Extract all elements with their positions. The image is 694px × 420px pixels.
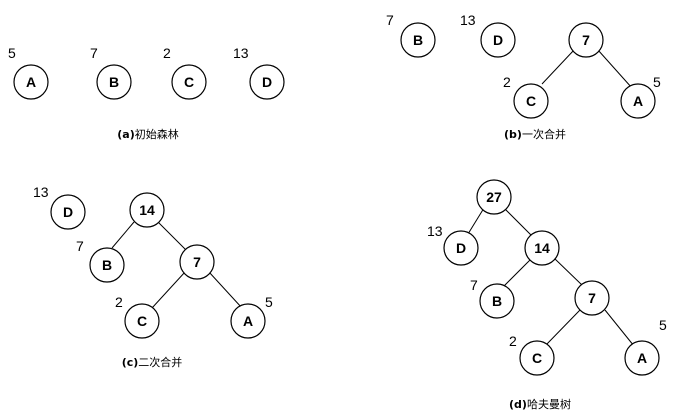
node-label: D	[63, 204, 73, 220]
panel-a: A 5 B 7 C 2 D 13 (a)初始森林	[8, 45, 285, 141]
node-label: A	[243, 313, 253, 329]
tree-edge	[544, 309, 581, 347]
tree-edge	[151, 271, 186, 309]
node-weight: 5	[659, 317, 667, 333]
tree-node: B 7	[470, 277, 515, 319]
tree-node: A 5	[230, 294, 273, 339]
node-label: B	[102, 257, 112, 273]
node-label: B	[413, 32, 423, 48]
tree-edge	[503, 207, 533, 237]
node-weight: 13	[427, 223, 443, 239]
node-label: 14	[534, 240, 550, 256]
tree-node: C 2	[503, 74, 549, 119]
panel-c: D 13 14 B 7 7 C 2 A 5 (c)二次合并	[33, 184, 273, 369]
tree-edge	[604, 309, 635, 347]
node-weight: 7	[76, 238, 84, 254]
tree-edge	[157, 221, 187, 251]
node-weight: 2	[503, 74, 511, 90]
node-label: 27	[486, 189, 502, 205]
node-weight: 7	[386, 12, 394, 28]
panel-caption: (a)初始森林	[117, 127, 178, 141]
tree-edge	[541, 49, 575, 85]
node-label: D	[493, 32, 503, 48]
node-label: D	[262, 74, 272, 90]
node-label: B	[109, 74, 119, 90]
node-weight: 5	[653, 74, 661, 90]
node-label: B	[492, 293, 502, 309]
tree-node: D 13	[33, 184, 86, 230]
tree-edge	[467, 207, 485, 235]
tree-edge	[111, 221, 135, 249]
tree-node: C 2	[115, 294, 160, 339]
tree-node: 27	[476, 179, 512, 215]
tree-edge	[553, 257, 584, 287]
node-label: 7	[582, 32, 590, 48]
tree-node: 7	[568, 22, 604, 58]
tree-edge	[597, 49, 633, 89]
tree-node: D 13	[460, 12, 516, 58]
panel-b: B 7 D 13 7 C 2 A 5 (b)一次合并	[386, 12, 661, 141]
node-weight: 13	[460, 12, 476, 28]
tree-edge	[208, 271, 243, 309]
node-label: C	[532, 350, 542, 366]
node-weight: 5	[8, 45, 16, 61]
node-weight: 2	[115, 294, 123, 310]
node-label: C	[184, 74, 194, 90]
tree-node: 14	[129, 192, 165, 228]
node-label: 14	[139, 202, 155, 218]
node-label: C	[137, 313, 147, 329]
tree-node: D 13	[233, 45, 285, 100]
node-weight: 7	[470, 277, 478, 293]
tree-node: A 5	[620, 74, 661, 119]
node-label: C	[526, 93, 536, 109]
panel-caption: (c)二次合并	[122, 355, 183, 369]
tree-node: B 7	[386, 12, 436, 58]
tree-node: C 2	[163, 45, 207, 100]
node-label: 7	[193, 254, 201, 270]
tree-node: B 7	[76, 238, 125, 283]
tree-node: A 5	[8, 45, 49, 100]
node-weight: 13	[233, 45, 249, 61]
tree-node: 14	[524, 230, 560, 266]
tree-node: 7	[179, 244, 215, 280]
panel-d: 27 D 13 14 B 7 7 C 2 A 5 (d)哈	[427, 179, 667, 411]
node-weight: 7	[90, 45, 98, 61]
tree-node: 7	[574, 280, 610, 316]
tree-edge	[503, 257, 533, 287]
tree-node: D 13	[427, 223, 479, 266]
node-label: A	[637, 350, 647, 366]
node-label: 7	[588, 290, 596, 306]
node-weight: 5	[265, 294, 273, 310]
panel-caption: (b)一次合并	[504, 127, 566, 141]
tree-node: C 2	[509, 333, 555, 376]
node-label: D	[456, 240, 466, 256]
tree-node: B 7	[90, 45, 132, 100]
node-weight: 2	[509, 333, 517, 349]
node-label: A	[26, 74, 36, 90]
node-weight: 2	[163, 45, 171, 61]
panel-caption: (d)哈夫曼树	[509, 397, 571, 411]
node-weight: 13	[33, 184, 49, 200]
node-label: A	[633, 93, 643, 109]
tree-node: A 5	[624, 317, 667, 376]
